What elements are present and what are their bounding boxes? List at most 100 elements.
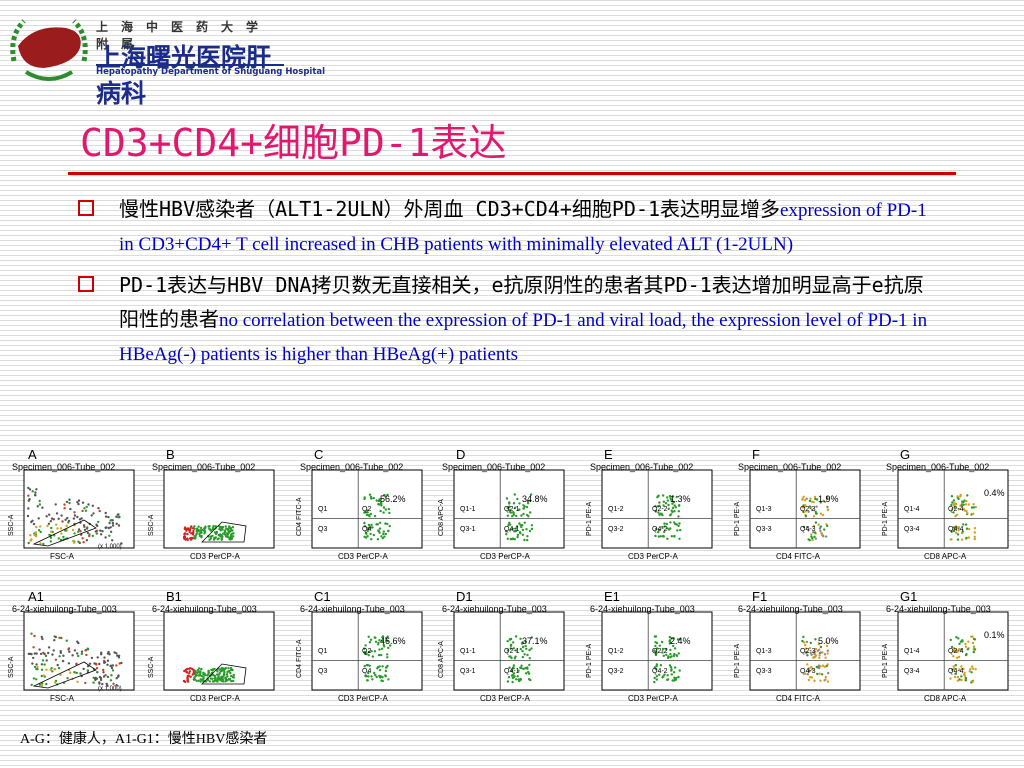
event-dot <box>373 514 377 518</box>
event-dot <box>955 513 959 516</box>
event-dot <box>659 664 663 667</box>
event-dot <box>68 501 71 505</box>
event-dot <box>186 532 189 536</box>
event-dot <box>33 533 36 537</box>
event-dot <box>49 536 53 539</box>
event-dot <box>530 524 534 527</box>
event-dot <box>966 648 969 651</box>
event-dot <box>99 533 103 536</box>
event-dot <box>666 678 669 682</box>
event-dot <box>667 507 670 510</box>
event-dot <box>658 644 661 647</box>
event-dot <box>81 501 85 504</box>
event-dot <box>91 504 95 507</box>
event-dot <box>55 512 59 515</box>
event-dot <box>520 525 523 529</box>
event-dot <box>370 675 373 678</box>
event-dot <box>518 522 521 525</box>
event-dot <box>35 652 38 655</box>
event-dot <box>367 650 371 654</box>
event-dot <box>973 527 977 530</box>
event-dot <box>802 495 805 498</box>
event-dot <box>964 645 968 648</box>
event-dot <box>666 674 669 677</box>
plot-frame <box>163 469 275 549</box>
event-dot <box>106 675 110 679</box>
event-dot <box>101 682 104 686</box>
event-dot <box>43 663 46 666</box>
event-dot <box>186 678 189 681</box>
plot-frame <box>23 469 135 549</box>
event-dot <box>91 534 95 538</box>
event-dot <box>670 668 673 671</box>
event-dot <box>958 668 961 671</box>
event-dot <box>387 646 390 650</box>
event-dot <box>103 661 107 664</box>
event-dot <box>363 497 366 501</box>
event-dot <box>73 671 76 674</box>
event-dot <box>960 648 963 651</box>
event-dot <box>674 522 677 526</box>
quadrant-label: Q3 <box>318 526 328 533</box>
event-dot <box>668 494 672 498</box>
event-dot <box>960 675 963 678</box>
event-dot <box>57 517 60 520</box>
specimen-label: Specimen_006-Tube_002 <box>590 462 694 472</box>
flow-plot-canvas <box>23 469 135 549</box>
event-dot <box>73 541 76 544</box>
event-dot <box>949 677 952 680</box>
event-dot <box>106 663 109 666</box>
event-dot <box>375 675 378 679</box>
event-dot <box>965 509 968 513</box>
event-dot <box>968 670 971 673</box>
quadrant-label: Q2-2 <box>652 648 668 655</box>
event-dot <box>525 528 528 531</box>
event-dot <box>676 529 679 532</box>
event-dot <box>367 514 371 517</box>
event-dot <box>40 668 44 671</box>
event-dot <box>232 676 235 679</box>
event-dot <box>673 521 676 524</box>
event-dot <box>54 635 57 639</box>
event-dot <box>97 520 100 524</box>
event-dot <box>41 637 44 641</box>
quadrant-label: Q3-3 <box>756 526 772 533</box>
event-dot <box>45 659 48 662</box>
event-dot <box>68 650 71 653</box>
event-dot <box>386 493 389 496</box>
event-dot <box>211 526 215 530</box>
event-dot <box>220 678 223 681</box>
event-dot <box>512 676 516 679</box>
y-axis-label: CD8 APC-A <box>438 641 445 678</box>
flow-plot-canvas <box>163 469 275 549</box>
event-dot <box>524 640 527 643</box>
event-dot <box>378 639 381 642</box>
event-dot <box>32 656 35 660</box>
event-dot <box>369 512 373 516</box>
event-dot <box>111 521 115 525</box>
event-dot <box>530 527 534 531</box>
event-dot <box>214 536 217 539</box>
event-dot <box>807 678 811 682</box>
panel-letter: A <box>28 447 37 462</box>
event-dot <box>379 509 382 513</box>
event-dot <box>516 535 519 539</box>
event-dot <box>222 532 225 535</box>
event-dot <box>371 678 374 681</box>
gate-polygon <box>32 661 97 689</box>
event-dot <box>49 540 52 543</box>
event-dot <box>663 522 666 525</box>
event-dot <box>953 667 956 670</box>
event-dot <box>518 502 521 505</box>
event-dot <box>655 675 659 678</box>
event-dot <box>678 522 681 525</box>
event-dot <box>183 536 186 539</box>
event-dot <box>512 664 516 667</box>
event-dot <box>228 677 232 681</box>
specimen-label: 6-24-xiehuilong-Tube_003 <box>442 604 547 614</box>
event-dot <box>36 665 39 669</box>
event-dot <box>813 495 817 499</box>
quadrant-label: Q3-1 <box>460 526 476 533</box>
event-dot <box>39 530 42 534</box>
specimen-label: 6-24-xiehuilong-Tube_003 <box>886 604 991 614</box>
